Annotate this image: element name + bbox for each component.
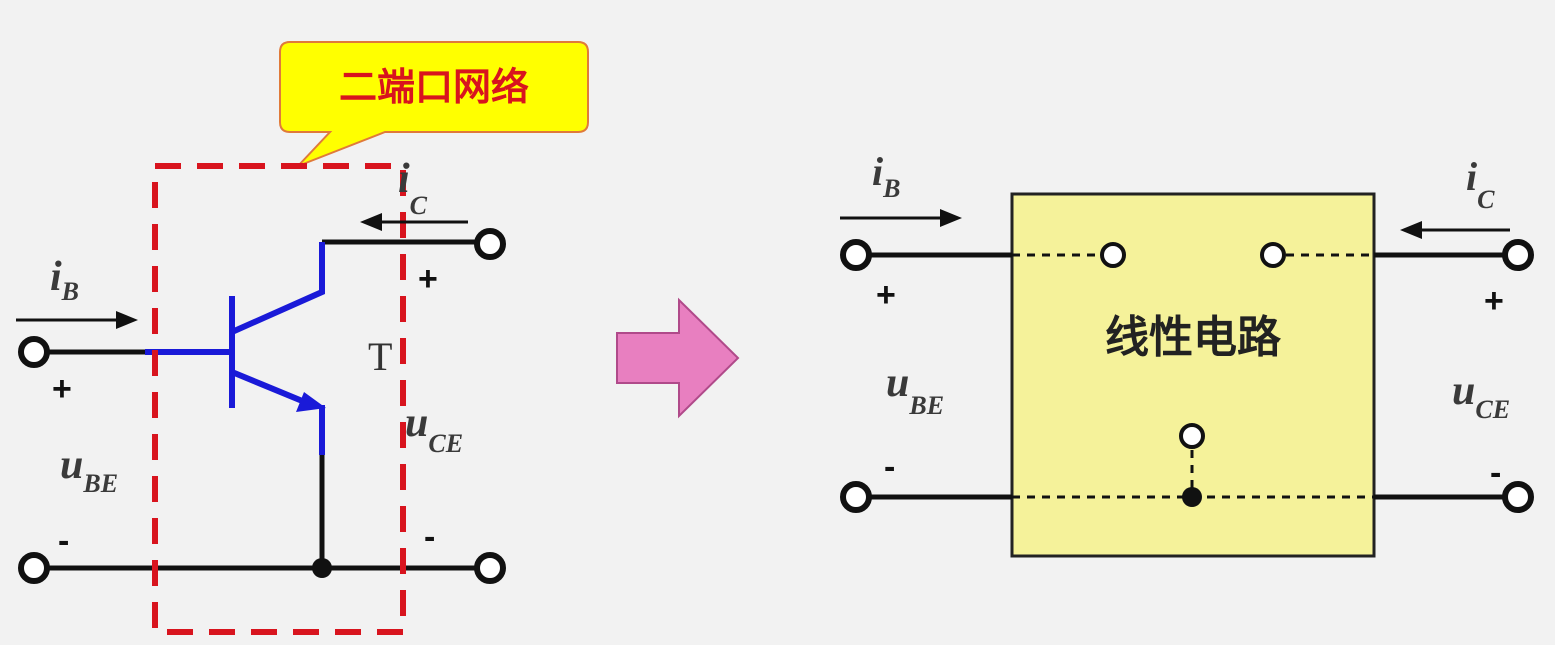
left-ic-label: iC — [398, 156, 428, 220]
right-output-plus: + — [1484, 282, 1504, 320]
right-ic-arrow-icon — [1400, 221, 1510, 239]
callout-shape — [279, 41, 589, 167]
internal-collector-node — [1260, 242, 1286, 268]
right-input-terminal — [840, 239, 872, 271]
transform-arrow-icon — [616, 297, 740, 419]
right-wires — [868, 252, 1506, 500]
right-circuit: 线性电路 — [840, 149, 1534, 558]
left-ib-label: iB — [50, 254, 79, 306]
left-uce-label: uCE — [405, 400, 463, 458]
right-output-ground-terminal — [1502, 481, 1534, 513]
internal-base-node — [1100, 242, 1126, 268]
right-uce-label: uCE — [1452, 368, 1510, 424]
bjt-transistor — [145, 242, 325, 455]
emitter-arrow-icon — [296, 392, 326, 412]
transistor-label: T — [368, 334, 392, 379]
base-terminal — [18, 336, 50, 368]
right-ic-label: iC — [1466, 154, 1495, 214]
callout-label: 二端口网络 — [339, 65, 529, 109]
left-ib-arrow-icon — [16, 311, 138, 329]
left-output-plus: + — [418, 260, 438, 298]
left-input-minus: - — [58, 522, 69, 560]
emitter-junction-dot — [312, 558, 332, 578]
input-ground-terminal — [18, 552, 50, 584]
left-input-plus: + — [52, 370, 72, 408]
linear-circuit-label: 线性电路 — [1105, 312, 1282, 363]
left-wires — [48, 239, 478, 571]
right-ib-label: iB — [872, 149, 900, 203]
left-output-minus: - — [424, 518, 435, 556]
internal-emitter-node — [1179, 423, 1205, 449]
right-input-minus: - — [884, 448, 895, 486]
right-output-minus: - — [1490, 454, 1501, 492]
left-circuit: 二端口网络 T — [16, 41, 589, 635]
collector-terminal — [474, 228, 506, 260]
right-ib-arrow-icon — [840, 209, 962, 227]
right-output-terminal — [1502, 239, 1534, 271]
emitter-lead — [230, 369, 314, 408]
left-ube-label: uBE — [60, 442, 118, 498]
right-ube-label: uBE — [886, 360, 944, 420]
collector-lead — [230, 242, 325, 335]
two-port-boundary — [152, 163, 406, 635]
right-input-plus: + — [876, 276, 896, 314]
output-ground-terminal — [474, 552, 506, 584]
right-input-ground-terminal — [840, 481, 872, 513]
internal-junction-dot — [1182, 487, 1202, 507]
callout-bubble: 二端口网络 — [279, 41, 589, 167]
left-ic-arrow-icon — [360, 213, 468, 231]
